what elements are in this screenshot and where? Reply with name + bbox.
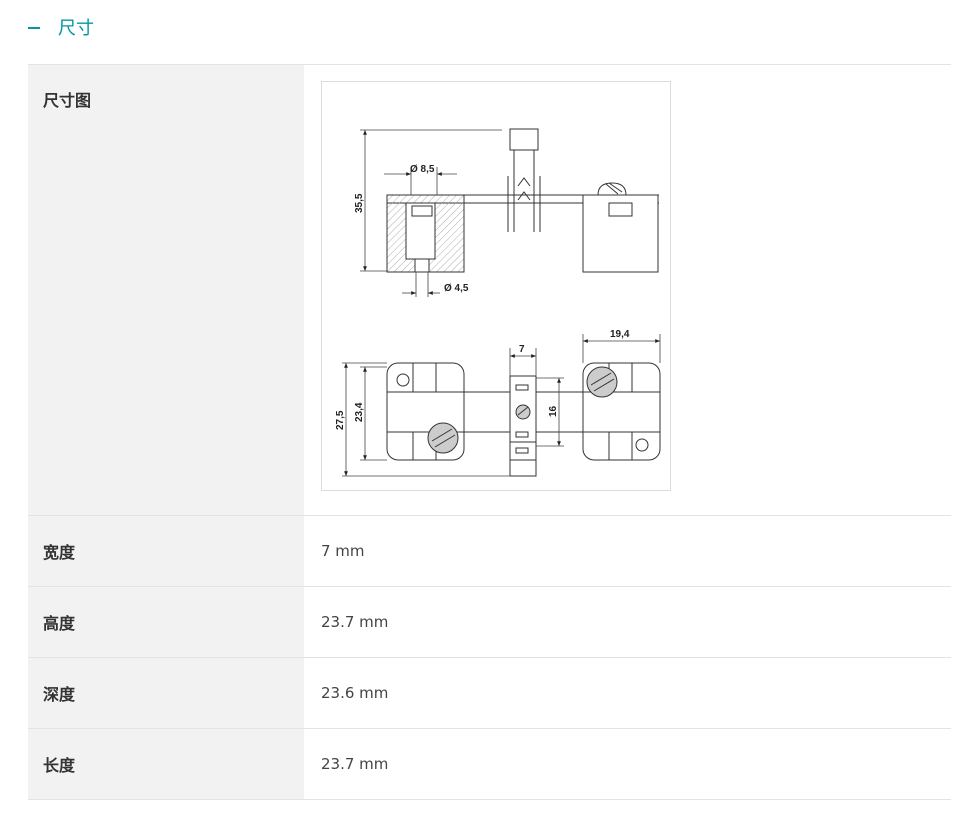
dim-height-35-5: 35,5	[354, 193, 365, 213]
spec-label-height: 高度	[28, 587, 304, 657]
table-row: 深度 23.6 mm	[28, 658, 951, 729]
dimension-drawing: Ø 8,5 Ø 4,5 35,5	[321, 81, 671, 491]
dim-width-19-4: 19,4	[610, 329, 630, 340]
section-title: 尺寸	[58, 18, 94, 39]
drawing-label: 尺寸图	[28, 65, 304, 515]
spec-label-depth: 深度	[28, 658, 304, 728]
spec-value-height: 23.7 mm	[321, 613, 389, 631]
table-row: 长度 23.7 mm	[28, 729, 951, 800]
table-row: 宽度 7 mm	[28, 516, 951, 587]
spec-value-length: 23.7 mm	[321, 755, 389, 773]
dim-width-7: 7	[519, 344, 525, 355]
collapse-minus-icon	[28, 26, 40, 29]
spec-value-depth: 23.6 mm	[321, 684, 389, 702]
spec-value-width: 7 mm	[321, 542, 365, 560]
dimensions-section-toggle[interactable]: 尺寸	[28, 12, 94, 42]
table-row: 高度 23.7 mm	[28, 587, 951, 658]
dimension-drawing-svg: Ø 8,5 Ø 4,5 35,5	[335, 128, 661, 477]
dim-diameter-8-5: Ø 8,5	[410, 164, 435, 175]
spec-label-width: 宽度	[28, 516, 304, 586]
dim-height-27-5: 27,5	[335, 410, 346, 430]
drawing-cell: Ø 8,5 Ø 4,5 35,5	[304, 65, 951, 515]
dimensions-table: 尺寸图	[28, 64, 951, 800]
table-row-drawing: 尺寸图	[28, 65, 951, 516]
spec-label-length: 长度	[28, 729, 304, 799]
dim-height-23-4: 23,4	[354, 402, 365, 422]
dim-diameter-4-5: Ø 4,5	[444, 283, 469, 294]
dim-height-16: 16	[548, 405, 559, 417]
